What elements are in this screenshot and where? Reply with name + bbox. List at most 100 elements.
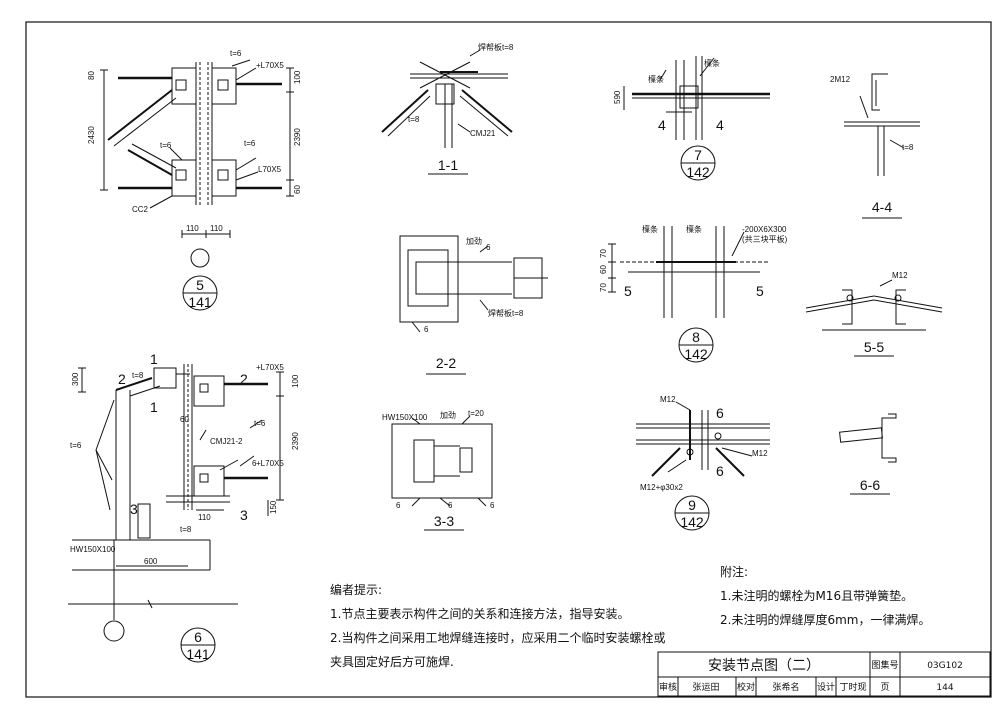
svg-text:141: 141 [188, 294, 212, 310]
svg-text:2390: 2390 [293, 128, 302, 146]
svg-text:HW150X100: HW150X100 [382, 413, 428, 422]
section-5-5-text: M12 5-5 [854, 271, 908, 357]
svg-text:t=6: t=6 [230, 49, 242, 58]
section-2-2-text: 加劲 6 焊帮板t=8 6 2-2 [424, 236, 524, 375]
section-4-4 [844, 73, 920, 176]
sheet-border [25, 21, 992, 698]
svg-text:60: 60 [180, 415, 189, 424]
svg-text:M12: M12 [752, 449, 768, 458]
svg-text:300: 300 [71, 372, 80, 386]
section-2-2 [399, 235, 548, 333]
svg-text:100: 100 [293, 70, 302, 84]
svg-text:檁条: 檁条 [704, 58, 720, 68]
svg-text:142: 142 [680, 514, 704, 530]
detail-8 [608, 226, 770, 318]
svg-text:590: 590 [613, 90, 622, 104]
svg-text:6: 6 [490, 501, 495, 510]
svg-text:03G102: 03G102 [927, 661, 963, 671]
callout-5-141: 5 141 [182, 275, 218, 311]
svg-text:檁条: 檁条 [642, 224, 658, 234]
svg-text:110: 110 [186, 224, 199, 233]
svg-text:141: 141 [186, 646, 210, 662]
svg-text:144: 144 [936, 683, 953, 693]
svg-text:t=6: t=6 [160, 141, 172, 150]
svg-text:142: 142 [686, 164, 710, 180]
svg-text:檁条: 檁条 [648, 74, 664, 84]
svg-text:6: 6 [194, 629, 202, 645]
svg-text:-200X6X300: -200X6X300 [742, 225, 787, 234]
svg-text:2-2: 2-2 [436, 355, 456, 371]
svg-text:张运田: 张运田 [692, 682, 719, 693]
svg-text:2: 2 [118, 371, 126, 387]
svg-text:檁条: 檁条 [686, 224, 702, 234]
svg-text:t=8: t=8 [180, 525, 192, 534]
svg-text:CC2: CC2 [132, 205, 149, 214]
callout-8-142: 8 142 [678, 327, 714, 363]
svg-text:4: 4 [658, 117, 666, 133]
svg-text:110: 110 [198, 513, 211, 522]
svg-text:图集号: 图集号 [871, 659, 898, 671]
svg-text:t=6: t=6 [244, 139, 256, 148]
svg-text:t=20: t=20 [468, 409, 484, 418]
svg-text:6: 6 [716, 405, 724, 421]
svg-text:t=8: t=8 [902, 143, 914, 152]
svg-text:100: 100 [291, 374, 300, 388]
svg-text:L70X5: L70X5 [258, 165, 282, 174]
svg-text:设计: 设计 [817, 681, 835, 693]
section-1-1-text: 焊帮板t=8 t=8 CMJ21 1-1 [408, 42, 514, 175]
section-6-6 [839, 413, 897, 463]
svg-text:+L70X5: +L70X5 [256, 61, 284, 70]
svg-text:6: 6 [252, 459, 257, 468]
svg-text:焊帮板t=8: 焊帮板t=8 [488, 308, 524, 318]
svg-text:4-4: 4-4 [872, 199, 892, 215]
attached-notes-title: 附注: [720, 565, 749, 579]
svg-text:加劲: 加劲 [466, 236, 482, 246]
detail-5 [100, 59, 294, 268]
svg-text:110: 110 [210, 224, 223, 233]
callout-7-142: 7 142 [680, 145, 716, 181]
svg-text:9: 9 [688, 497, 696, 513]
detail-6-text: 1 1 2 2 3 3 t=8 +L70X5 60 CMJ21-2 t=6 6 … [70, 351, 300, 566]
svg-text:2430: 2430 [87, 126, 96, 144]
svg-text:6: 6 [396, 501, 401, 510]
editor-notes-title: 编者提示: [330, 583, 383, 597]
svg-text:150: 150 [269, 500, 278, 514]
svg-text:焊帮板t=8: 焊帮板t=8 [478, 42, 514, 52]
svg-text:70: 70 [599, 249, 608, 258]
svg-text:7: 7 [694, 147, 702, 163]
editor-note-2: 2.当构件之间采用工地焊缝连接时，应采用二个临时安装螺栓或 [330, 631, 666, 645]
editor-note-3: 夹具固定好后方可施焊. [330, 655, 454, 669]
svg-text:3: 3 [130, 501, 138, 517]
section-4-4-text: 2M12 t=8 4-4 [830, 75, 914, 219]
section-1-1 [381, 49, 513, 148]
section-5-5 [805, 279, 943, 331]
svg-text:4: 4 [716, 117, 724, 133]
svg-text:加劲: 加劲 [440, 410, 456, 420]
svg-text:5: 5 [756, 283, 764, 299]
callout-9-142: 9 142 [674, 495, 710, 531]
svg-text:6: 6 [448, 501, 453, 510]
attached-note-1: 1.未注明的螺栓为M16且带弹簧垫。 [720, 589, 914, 603]
svg-text:60: 60 [599, 265, 608, 274]
title-block [657, 651, 991, 697]
svg-text:t=8: t=8 [408, 115, 420, 124]
detail-6 [68, 364, 284, 642]
attached-note-2: 2.未注明的焊缝厚度6mm，一律满焊。 [720, 613, 931, 627]
svg-text:2M12: 2M12 [830, 75, 851, 84]
svg-text:t=8: t=8 [132, 371, 144, 380]
svg-text:70: 70 [599, 283, 608, 292]
detail-7 [623, 56, 770, 140]
svg-text:张希名: 张希名 [772, 681, 799, 693]
drawing-title: 安装节点图（二） [708, 658, 820, 674]
svg-text:5: 5 [196, 277, 204, 293]
svg-text:600: 600 [144, 557, 158, 566]
title-block-text: 安装节点图（二） 图集号 03G102 页 144 审核 张运田 校对 张希名 … [659, 658, 963, 693]
svg-text:1: 1 [150, 351, 158, 367]
detail-9-text: M12 M12 M12+φ30x2 6 6 [640, 395, 768, 492]
svg-text:+L70X5: +L70X5 [256, 459, 284, 468]
editor-note-1: 1.节点主要表示构件之间的关系和连接方法，指导安装。 [330, 607, 630, 621]
detail-9 [636, 401, 770, 477]
svg-text:HW150X100: HW150X100 [70, 545, 116, 554]
svg-text:80: 80 [87, 71, 96, 80]
